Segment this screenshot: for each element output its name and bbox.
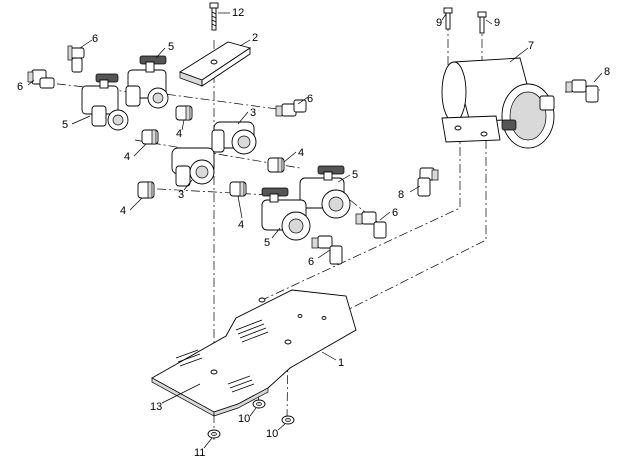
callout-6: 6: [92, 33, 98, 45]
callout-6: 6: [308, 256, 314, 268]
ball-valve-5-right-lower: [261, 187, 311, 241]
nipple-4-e: [267, 157, 285, 173]
elbow-fitting-6-right: [355, 211, 387, 239]
callout-4: 4: [176, 128, 182, 140]
nipple-4-d: [229, 181, 247, 197]
elbow-fitting-6-mid: [275, 99, 307, 117]
callout-11: 11: [194, 447, 205, 459]
callout-6: 6: [307, 93, 313, 105]
elbow-fitting-8-left: [417, 167, 439, 197]
callout-9: 9: [494, 17, 500, 29]
callout-3: 3: [250, 107, 256, 119]
nut-10-left: [252, 399, 266, 409]
bracket-2: [178, 41, 252, 87]
elbow-fitting-6-left-mid: [27, 69, 55, 89]
screw-9-left: [443, 7, 453, 30]
tee-3-upper: [211, 121, 257, 155]
screw-9-right: [477, 11, 487, 34]
tee-3-lower: [171, 147, 215, 187]
ball-valve-5-top: [125, 55, 169, 109]
elbow-fitting-6-left-top: [67, 45, 85, 73]
callout-7: 7: [528, 40, 534, 52]
pump-7: [441, 57, 555, 149]
callout-8: 8: [398, 189, 404, 201]
callout-2: 2: [252, 32, 258, 44]
screw-12: [209, 2, 219, 31]
callout-6: 6: [17, 81, 23, 93]
nipple-4-c: [137, 181, 155, 199]
ball-valve-5-left: [81, 73, 129, 131]
leader-lines: [27, 12, 603, 449]
callout-6: 6: [392, 207, 398, 219]
callout-9: 9: [436, 17, 442, 29]
plate-decal-lines: [175, 319, 269, 393]
callout-13: 13: [150, 401, 162, 413]
callout-labels: 1 2 3 3 4 4 4 4 4 5 5 5 5 6 6 6 6 6 7 8 …: [17, 7, 610, 459]
callout-10: 10: [238, 413, 250, 425]
callout-10: 10: [266, 428, 278, 440]
mounting-plate-1: [151, 289, 357, 417]
callout-5: 5: [168, 41, 174, 53]
callout-4: 4: [120, 205, 126, 217]
callout-4: 4: [238, 219, 244, 231]
nipple-4-b: [141, 129, 159, 145]
callout-8: 8: [604, 66, 610, 78]
callout-4: 4: [298, 147, 304, 159]
ball-valve-5-right-upper: [299, 165, 351, 219]
callout-4: 4: [124, 151, 130, 163]
nut-11: [207, 429, 221, 439]
callout-12: 12: [232, 7, 244, 19]
callout-3: 3: [178, 189, 184, 201]
elbow-fitting-6-bottom: [311, 235, 343, 265]
callout-5: 5: [264, 237, 270, 249]
elbow-fitting-8-right: [565, 79, 599, 103]
callout-1: 1: [338, 357, 344, 369]
callout-5: 5: [352, 169, 358, 181]
callout-5: 5: [62, 119, 68, 131]
nipple-4-a: [175, 105, 193, 121]
nut-10-right: [281, 415, 295, 425]
